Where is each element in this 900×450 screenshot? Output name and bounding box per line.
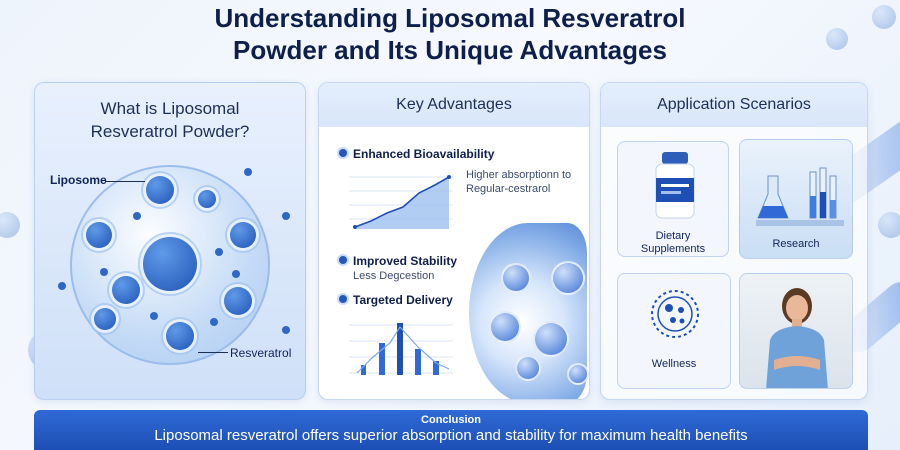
resveratrol-cluster (166, 322, 194, 350)
liposome-label: Liposome (50, 173, 107, 187)
resveratrol-dot (100, 268, 108, 276)
resveratrol-dot (282, 326, 290, 334)
what-is-heading-line-2: Resveratrol Powder? (90, 122, 250, 141)
resveratrol-label: Resveratrol (230, 346, 292, 360)
tile-dietary-supplements: Dietary Supplements (617, 141, 729, 257)
advantage-label: Enhanced Bioavailability (353, 147, 495, 161)
key-advantages-heading: Key Advantages (319, 83, 589, 127)
conclusion-banner: Conclusion Liposomal resveratrol offers … (34, 410, 868, 450)
advantage-item: Targeted Delivery (339, 293, 453, 307)
advantage-note-line-1: Less Degcestion (353, 270, 435, 282)
tile-label-line-2: Supplements (640, 243, 706, 255)
advantage-item: Enhanced Bioavailability (339, 147, 494, 161)
resveratrol-callout-line (198, 352, 228, 353)
tile-research: Research (739, 139, 853, 259)
liposome-bubble (489, 311, 521, 343)
bullet-icon (339, 149, 347, 157)
background-bubble (826, 28, 848, 50)
liposome-bubble (515, 355, 541, 381)
tile-label: Dietary Supplements (618, 230, 728, 256)
liposome-bubble (533, 321, 569, 357)
background-bubble (0, 212, 20, 238)
liposome-callout-line (105, 181, 145, 182)
bullet-icon (339, 295, 347, 303)
resveratrol-dot (282, 212, 290, 220)
resveratrol-cluster (86, 222, 112, 248)
resveratrol-cluster (230, 222, 256, 248)
what-is-heading: What is Liposomal Resveratrol Powder? (35, 83, 305, 161)
tile-label-line-1: Dietary (655, 230, 691, 242)
bullet-icon (339, 256, 347, 264)
liposome-bubble (551, 261, 585, 295)
background-bubble (878, 212, 900, 238)
wellness-cell-icon (651, 290, 699, 338)
advantage-note: Less Degcestion (353, 269, 434, 283)
resveratrol-dot (210, 318, 218, 326)
background-bubble (872, 5, 896, 29)
tile-label: Wellness (651, 358, 697, 370)
resveratrol-dot (58, 282, 66, 290)
page-title-line-1: Understanding Liposomal Resveratrol (214, 3, 686, 33)
tile-label: Research (772, 238, 820, 250)
bioavailability-chart (335, 167, 457, 239)
application-scenarios-card: Application Scenarios Dietary Supplement… (600, 82, 868, 400)
liposome-bubble (501, 263, 531, 293)
application-scenarios-heading: Application Scenarios (601, 83, 867, 127)
page-title: Understanding Liposomal Resveratrol Powd… (0, 2, 900, 66)
key-advantages-card: Key Advantages Enhanced Bioavailability … (318, 82, 590, 400)
advantage-label: Improved Stability (353, 254, 458, 268)
resveratrol-cluster (94, 308, 116, 330)
tile-wellness: Wellness (617, 273, 731, 389)
what-is-heading-line-1: What is Liposomal (100, 99, 240, 118)
resveratrol-cluster (146, 176, 174, 204)
resveratrol-dot (150, 312, 158, 320)
delivery-chart (335, 315, 457, 387)
tile-person-photo (739, 273, 853, 389)
resveratrol-dot (244, 168, 252, 176)
resveratrol-cluster (112, 276, 140, 304)
liposome-bubble (567, 363, 589, 385)
advantage-note-line-1: Higher absorptionn to (466, 169, 572, 181)
resveratrol-cluster (198, 190, 216, 208)
resveratrol-cluster (224, 287, 252, 315)
page-title-line-2: Powder and Its Unique Advantages (233, 35, 667, 65)
smiling-woman-image (766, 288, 828, 388)
advantage-label: Targeted Delivery (353, 293, 453, 307)
conclusion-text: Liposomal resveratrol offers superior ab… (154, 427, 748, 444)
resveratrol-cluster (143, 237, 197, 291)
supplement-bottle-icon (655, 152, 695, 219)
conclusion-heading: Conclusion (421, 414, 481, 426)
resveratrol-dot (215, 248, 223, 256)
advantage-item: Improved Stability (339, 254, 457, 268)
resveratrol-dot (133, 212, 141, 220)
advantage-note-line-2: Regular-cestrarol (466, 183, 551, 195)
lab-flask-icon (756, 167, 844, 226)
advantage-note: Higher absorptionn to Regular-cestrarol (466, 168, 571, 196)
resveratrol-dot (232, 270, 240, 278)
